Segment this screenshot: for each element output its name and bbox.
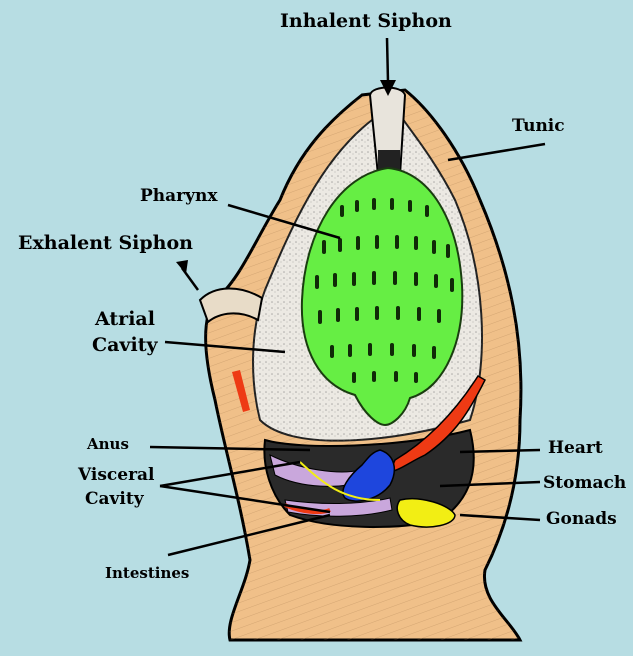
label-intestines: Intestines — [105, 566, 189, 582]
label-pharynx: Pharynx — [140, 188, 218, 206]
label-atrial-line2: Cavity — [92, 336, 158, 356]
label-stomach: Stomach — [543, 475, 626, 493]
label-anus: Anus — [87, 437, 129, 453]
label-tunic: Tunic — [512, 118, 565, 136]
label-atrial-line1: Atrial — [95, 310, 155, 330]
label-exhalent-siphon: Exhalent Siphon — [18, 234, 193, 254]
label-visceral-line1: Visceral — [78, 467, 155, 485]
label-inhalent-siphon: Inhalent Siphon — [280, 12, 452, 32]
label-visceral-line2: Cavity — [85, 491, 144, 509]
label-gonads: Gonads — [546, 511, 617, 529]
label-heart: Heart — [548, 440, 603, 458]
